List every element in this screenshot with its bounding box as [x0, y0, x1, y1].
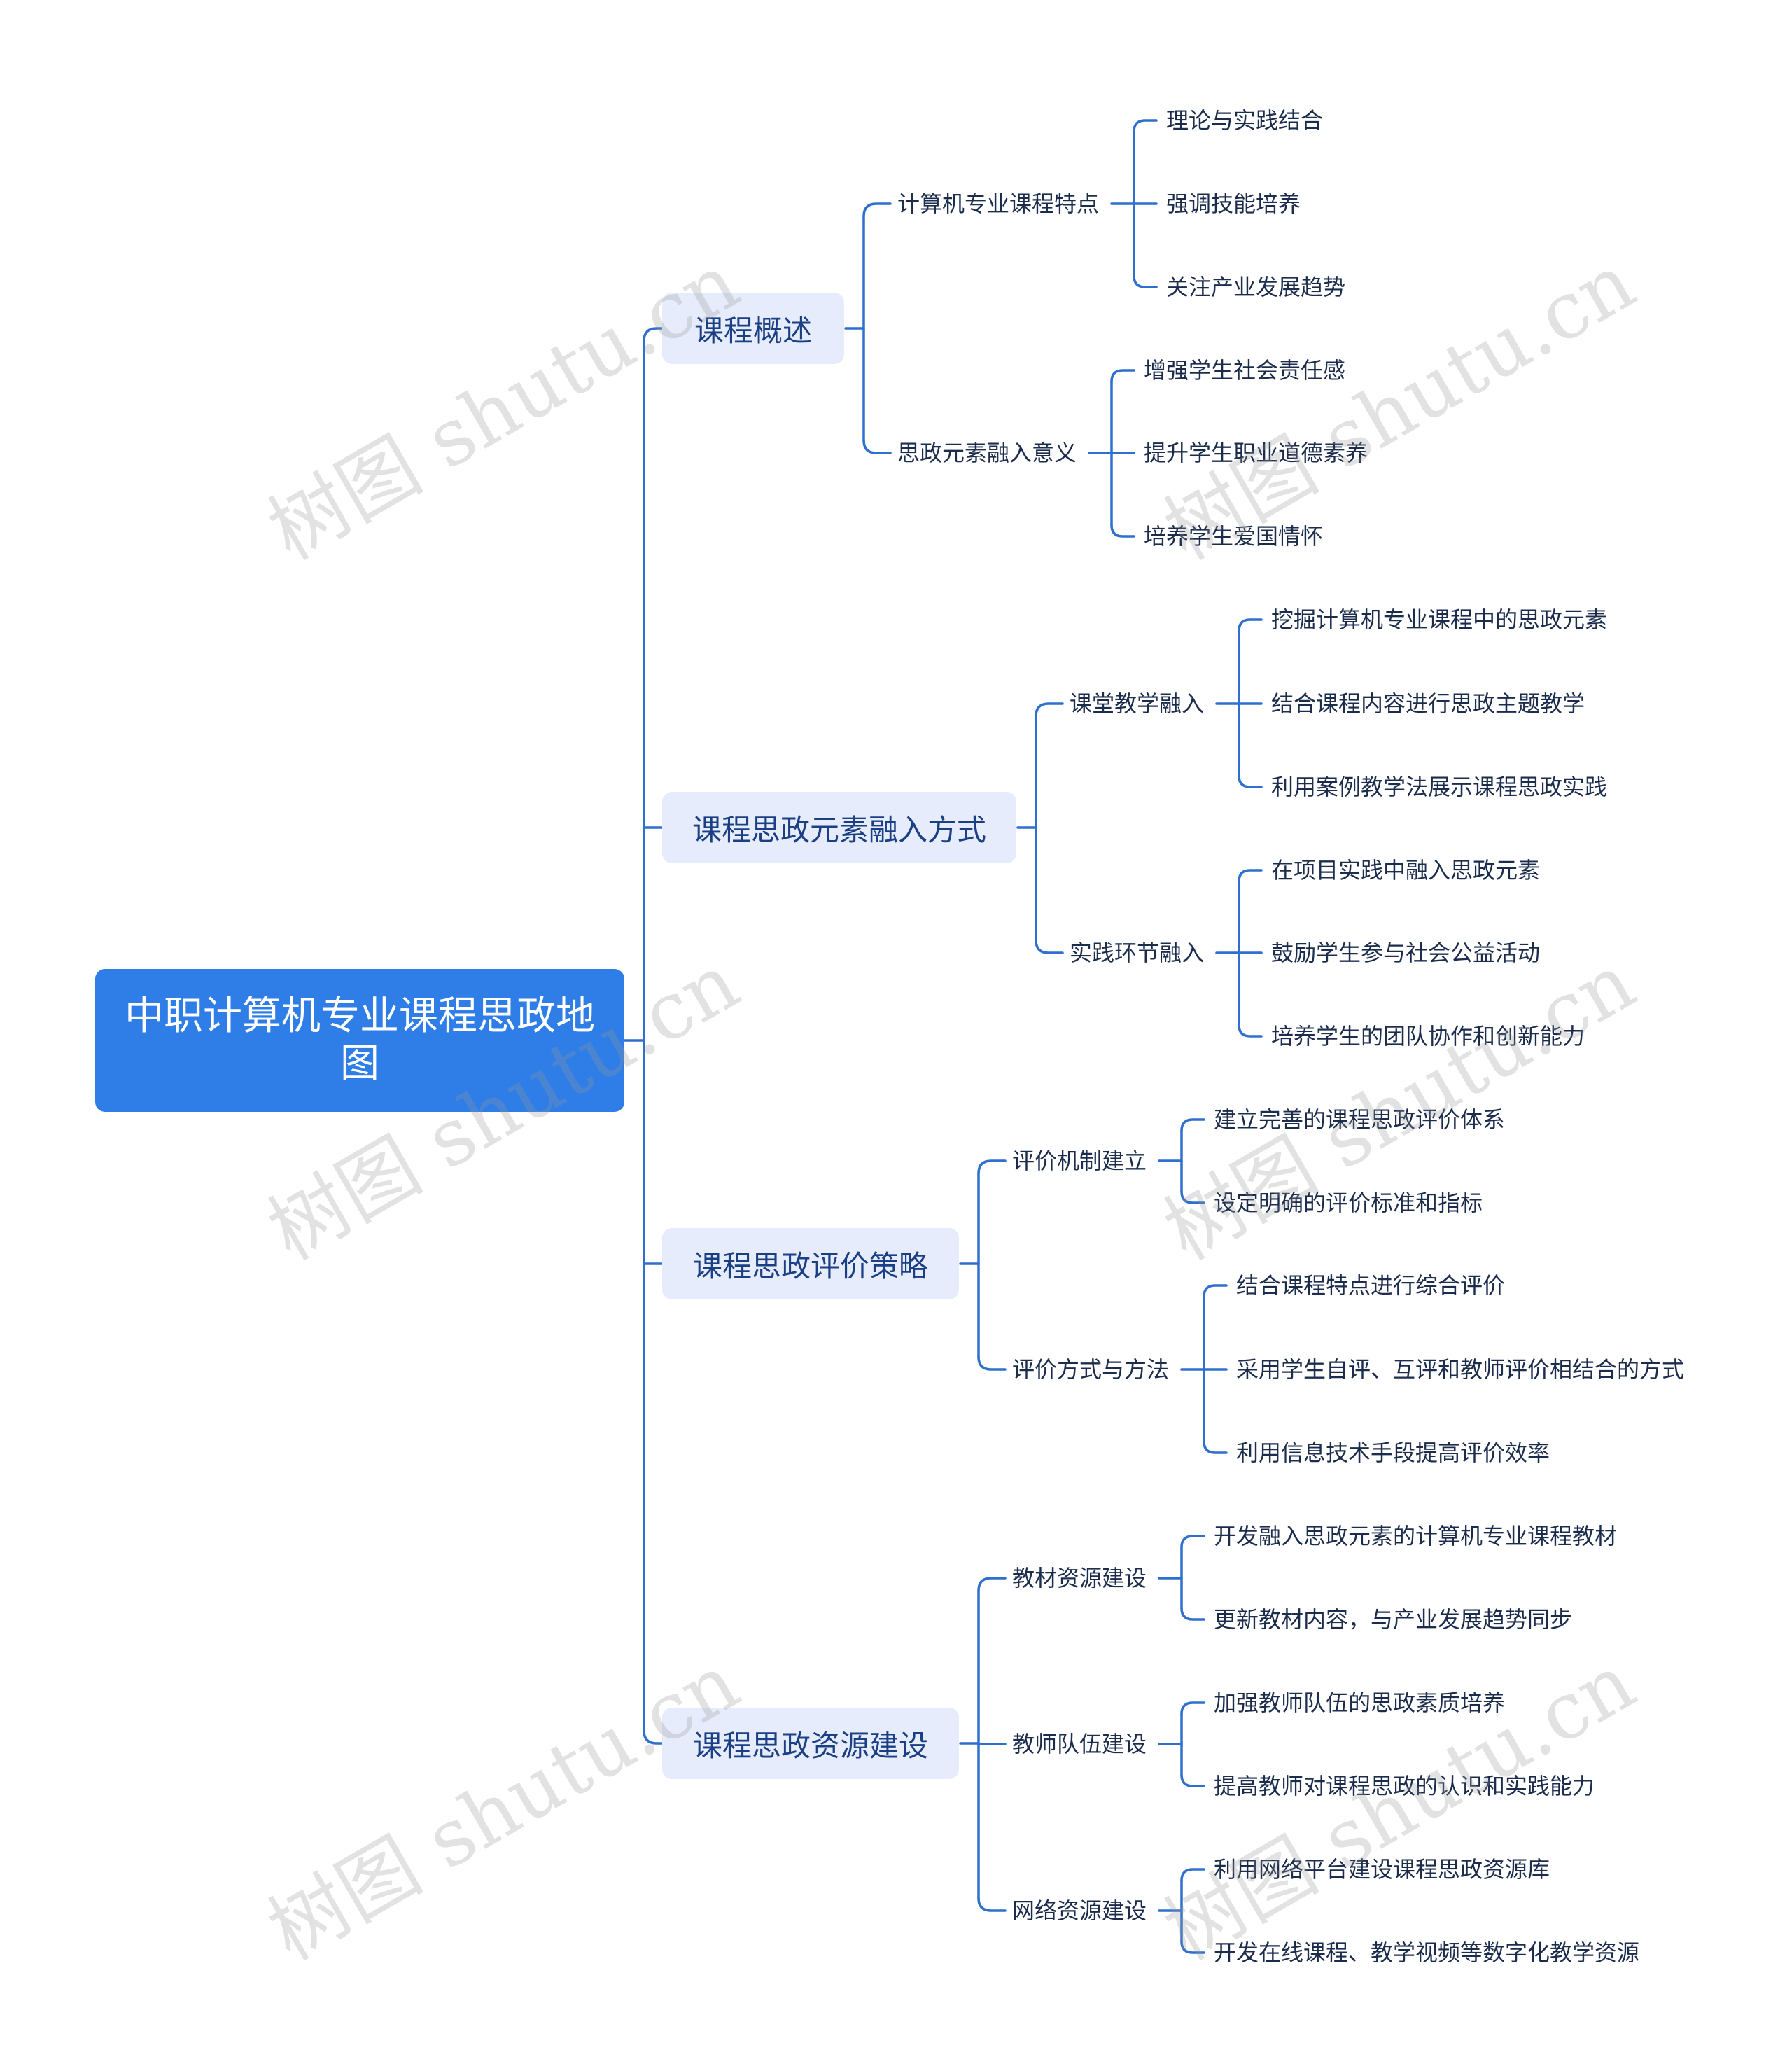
connector-line — [643, 327, 664, 342]
connector-line — [1035, 939, 1064, 954]
connector-line — [1110, 369, 1135, 383]
branch-label: 课程概述 — [694, 313, 812, 348]
leaf-node[interactable]: 培养学生爱国情怀 — [1144, 523, 1324, 550]
subtopic-node[interactable]: 网络资源建设 — [1012, 1897, 1147, 1924]
connector-line — [977, 1577, 1007, 1592]
connector-line — [1180, 1940, 1205, 1954]
branch-label: 课程思政资源建设 — [692, 1728, 928, 1763]
connector-line — [1180, 1118, 1205, 1132]
leaf-node[interactable]: 培养学生的团队协作和创新能力 — [1271, 1023, 1586, 1050]
leaf-node[interactable]: 开发在线课程、教学视频等数字化教学资源 — [1214, 1939, 1640, 1966]
leaf-node[interactable]: 利用网络平台建设课程思政资源库 — [1214, 1856, 1550, 1883]
branch-node[interactable]: 课程思政评价策略 — [662, 1228, 959, 1299]
subtopic-node[interactable]: 教师队伍建设 — [1012, 1731, 1147, 1757]
leaf-node[interactable]: 加强教师队伍的思政素质培养 — [1214, 1689, 1506, 1716]
connector-line — [977, 1897, 1007, 1912]
connector-line — [1180, 1701, 1205, 1715]
subtopic-node[interactable]: 评价方式与方法 — [1012, 1356, 1170, 1383]
leaf-node[interactable]: 采用学生自评、互评和教师评价相结合的方式 — [1236, 1356, 1685, 1383]
leaf-node[interactable]: 利用案例教学法展示课程思政实践 — [1271, 774, 1608, 800]
subtopic-node[interactable]: 课堂教学融入 — [1070, 690, 1205, 717]
connector-line — [1180, 1190, 1205, 1204]
connector-line — [862, 202, 892, 218]
branch-node[interactable]: 课程思政资源建设 — [662, 1708, 959, 1779]
subtopic-node[interactable]: 实践环节融入 — [1070, 940, 1205, 966]
leaf-node[interactable]: 鼓励学生参与社会公益活动 — [1271, 940, 1541, 966]
leaf-node[interactable]: 关注产业发展趋势 — [1166, 274, 1346, 300]
branch-label: 课程思政评价策略 — [692, 1248, 928, 1283]
subtopic-node[interactable]: 评价机制建立 — [1012, 1148, 1147, 1174]
leaf-node[interactable]: 提高教师对课程思政的认识和实践能力 — [1214, 1773, 1595, 1799]
connector-line — [1238, 774, 1263, 788]
leaf-node[interactable]: 开发融入思政元素的计算机专业课程教材 — [1214, 1523, 1618, 1549]
subtopic-node[interactable]: 思政元素融入意义 — [897, 440, 1077, 466]
connector-line — [1238, 1024, 1263, 1038]
leaf-node[interactable]: 增强学生社会责任感 — [1144, 357, 1346, 384]
connector-line — [1180, 1607, 1205, 1621]
connector-line — [1180, 1535, 1205, 1549]
leaf-node[interactable]: 更新教材内容，与产业发展趋势同步 — [1214, 1606, 1573, 1633]
leaf-node[interactable]: 利用信息技术手段提高评价效率 — [1236, 1439, 1550, 1466]
connector-line — [1035, 702, 1064, 718]
subtopic-node[interactable]: 教材资源建设 — [1012, 1565, 1147, 1591]
connector-line — [1110, 524, 1135, 538]
connector-line — [643, 1729, 664, 1745]
connector-line — [1133, 274, 1158, 288]
subtopic-node[interactable]: 计算机专业课程特点 — [897, 190, 1100, 217]
connector-line — [1133, 119, 1158, 133]
leaf-node[interactable]: 提升学生职业道德素养 — [1144, 440, 1368, 466]
leaf-node[interactable]: 挖掘计算机专业课程中的思政元素 — [1271, 606, 1608, 633]
connector-line — [862, 439, 892, 454]
branch-node[interactable]: 课程思政元素融入方式 — [662, 792, 1016, 863]
connector-line — [1203, 1284, 1228, 1298]
leaf-node[interactable]: 强调技能培养 — [1166, 190, 1301, 217]
leaf-node[interactable]: 设定明确的评价标准和指标 — [1214, 1190, 1483, 1216]
connector-line — [977, 1355, 1007, 1371]
leaf-node[interactable]: 结合课程特点进行综合评价 — [1236, 1272, 1506, 1299]
connector-line — [1180, 1773, 1205, 1787]
connector-line — [1238, 618, 1263, 632]
root-title: 中职计算机专业课程思政地图 — [125, 993, 595, 1087]
leaf-node[interactable]: 结合课程内容进行思政主题教学 — [1271, 690, 1586, 717]
connector-line — [1238, 869, 1263, 883]
leaf-node[interactable]: 在项目实践中融入思政元素 — [1271, 857, 1541, 884]
leaf-node[interactable]: 理论与实践结合 — [1166, 107, 1324, 134]
root-node[interactable]: 中职计算机专业课程思政地图 — [95, 969, 624, 1112]
connector-line — [1203, 1440, 1228, 1454]
branch-node[interactable]: 课程概述 — [662, 293, 844, 364]
branch-label: 课程思政元素融入方式 — [692, 812, 986, 847]
connector-line — [977, 1159, 1007, 1175]
leaf-node[interactable]: 建立完善的课程思政评价体系 — [1214, 1106, 1506, 1133]
connector-line — [1180, 1868, 1205, 1882]
